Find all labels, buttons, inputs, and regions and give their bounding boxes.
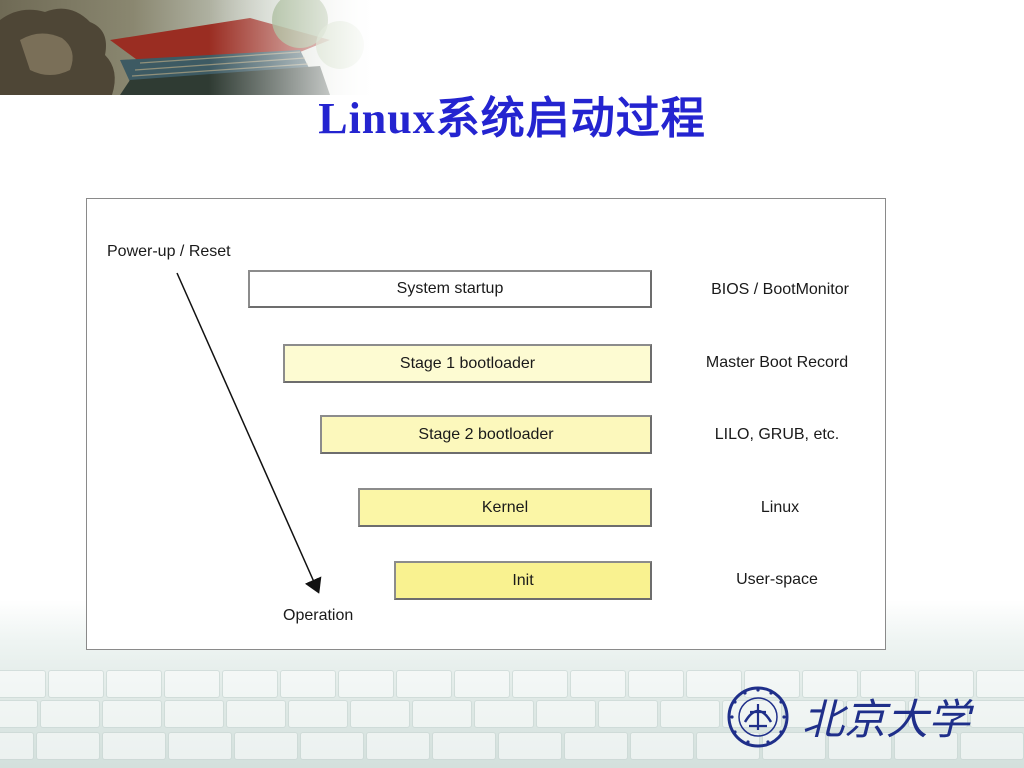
stage-description-kernel: Linux: [760, 499, 800, 516]
keyboard-key-decoration: [168, 732, 232, 760]
keyboard-key-decoration: [300, 732, 364, 760]
keyboard-key-decoration: [338, 670, 394, 698]
keyboard-key-decoration: [970, 700, 1024, 728]
stage-box-system-startup: System startup: [248, 270, 652, 308]
keyboard-key-decoration: [102, 732, 166, 760]
keyboard-key-decoration: [536, 700, 596, 728]
keyboard-key-decoration: [164, 700, 224, 728]
end-label: Operation: [283, 607, 354, 624]
keyboard-key-decoration: [894, 732, 958, 760]
university-seal-icon: [727, 686, 789, 748]
keyboard-key-decoration: [498, 732, 562, 760]
keyboard-key-decoration: [432, 732, 496, 760]
keyboard-key-decoration: [570, 670, 626, 698]
keyboard-key-decoration: [40, 700, 100, 728]
keyboard-key-decoration: [918, 670, 974, 698]
header-photo-banner: [0, 0, 380, 95]
keyboard-key-decoration: [598, 700, 658, 728]
keyboard-key-decoration: [222, 670, 278, 698]
keyboard-key-decoration: [630, 732, 694, 760]
keyboard-background: [0, 600, 1024, 768]
keyboard-key-decoration: [366, 732, 430, 760]
keyboard-key-decoration: [802, 670, 858, 698]
stage-box-stage1-bootloader: Stage 1 bootloader: [283, 344, 652, 383]
keyboard-key-decoration: [474, 700, 534, 728]
keyboard-key-decoration: [226, 700, 286, 728]
keyboard-key-decoration: [0, 670, 46, 698]
keyboard-key-decoration: [280, 670, 336, 698]
stage-description-stage1-bootloader: Master Boot Record: [705, 354, 849, 371]
keyboard-key-decoration: [288, 700, 348, 728]
progression-arrow: [176, 272, 322, 594]
keyboard-key-decoration: [628, 670, 684, 698]
keyboard-key-decoration: [976, 670, 1024, 698]
keyboard-key-decoration: [762, 732, 826, 760]
keyboard-key-decoration: [512, 670, 568, 698]
stage-description-system-startup: BIOS / BootMonitor: [711, 281, 849, 298]
keyboard-key-decoration: [908, 700, 968, 728]
keyboard-key-decoration: [234, 732, 298, 760]
start-label: Power-up / Reset: [107, 243, 231, 260]
logo-calligraphy-text: 北京大学: [802, 695, 975, 744]
keyboard-key-decoration: [164, 670, 220, 698]
keyboard-key-decoration: [454, 670, 510, 698]
keyboard-key-decoration: [396, 670, 452, 698]
keyboard-key-decoration: [564, 732, 628, 760]
stage-description-init: User-space: [736, 571, 818, 588]
peking-university-logo: 北京大学: [726, 682, 976, 752]
keyboard-key-decoration: [660, 700, 720, 728]
keyboard-key-decoration: [48, 670, 104, 698]
keyboard-key-decoration: [784, 700, 844, 728]
keyboard-key-decoration: [860, 670, 916, 698]
keyboard-key-decoration: [686, 670, 742, 698]
keyboard-key-decoration: [102, 700, 162, 728]
keyboard-key-decoration: [412, 700, 472, 728]
keyboard-key-decoration: [846, 700, 906, 728]
keyboard-key-decoration: [36, 732, 100, 760]
stage-box-init: Init: [394, 561, 652, 600]
stage-box-stage2-bootloader: Stage 2 bootloader: [320, 415, 652, 454]
boot-process-diagram: Power-up / Reset Operation System startu…: [86, 198, 886, 650]
keyboard-key-decoration: [828, 732, 892, 760]
keyboard-key-decoration: [960, 732, 1024, 760]
stage-description-stage2-bootloader: LILO, GRUB, etc.: [714, 426, 840, 443]
keyboard-key-decoration: [350, 700, 410, 728]
keyboard-key-decoration: [106, 670, 162, 698]
stage-box-kernel: Kernel: [358, 488, 652, 527]
keyboard-key-decoration: [0, 700, 38, 728]
slide-title: Linux系统启动过程: [318, 94, 706, 143]
keyboard-key-decoration: [0, 732, 34, 760]
